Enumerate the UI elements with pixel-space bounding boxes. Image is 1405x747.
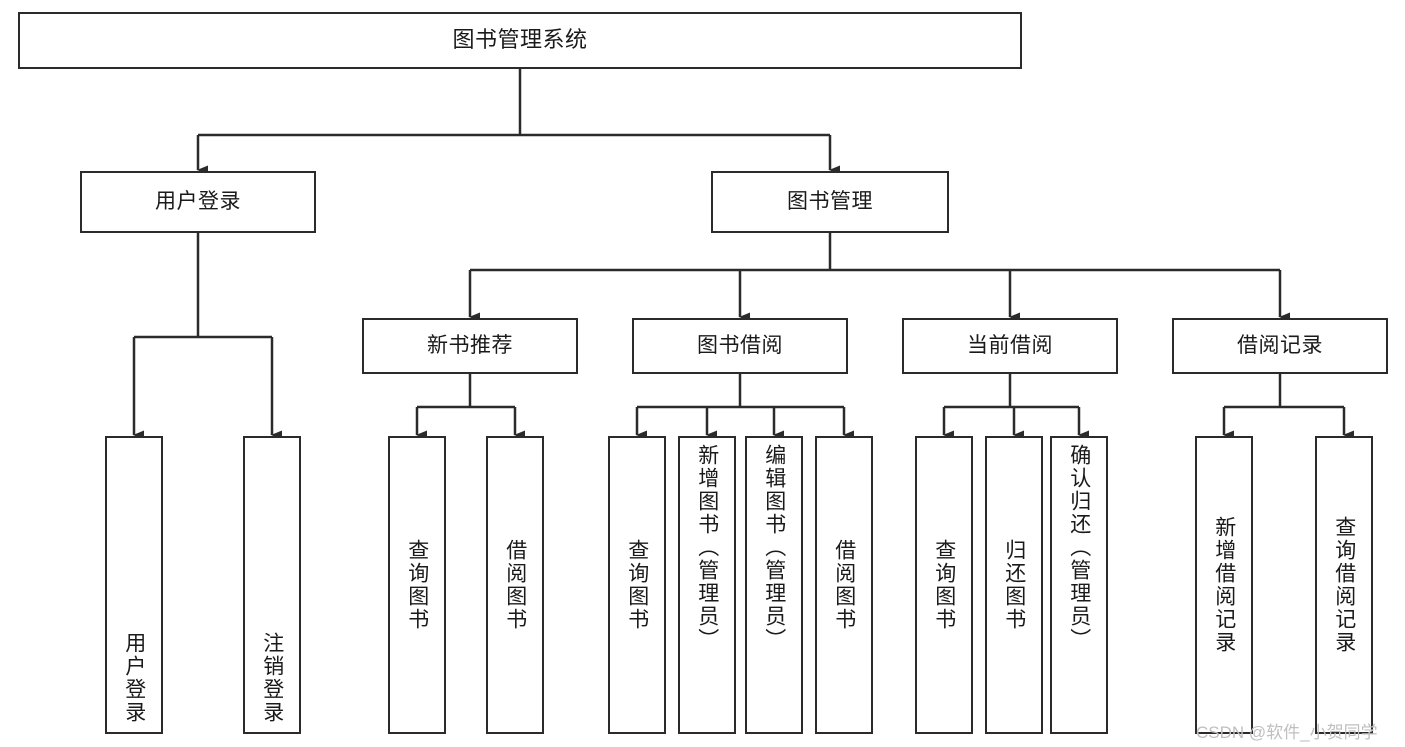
node-leaf-user-login: 用户登录 [105,436,163,734]
node-label: 借阅图书 [832,539,856,631]
node-label: 注销登录 [260,632,284,724]
node-leaf-br-add: 新增借阅记录 [1195,436,1253,734]
node-leaf-bb-query: 查询图书 [608,436,666,734]
node-cur-borrow: 当前借阅 [902,318,1118,374]
node-label: 查询图书 [405,539,429,631]
node-leaf-bb-edit: 编辑图书（管理员） [745,436,803,734]
node-label: 用户登录 [122,632,146,724]
node-label: 查询图书 [625,539,649,631]
node-leaf-user-logout: 注销登录 [243,436,301,734]
node-label: 借阅记录 [1237,334,1323,358]
node-label: 当前借阅 [967,334,1053,358]
node-label: 图书管理 [787,190,873,214]
node-leaf-cb-confirm: 确认归还（管理员） [1050,436,1108,734]
node-leaf-bb-add: 新增图书（管理员） [678,436,736,734]
node-label: 编辑图书（管理员） [762,444,786,651]
node-label: 新增借阅记录 [1212,516,1236,654]
node-label: 用户登录 [155,190,241,214]
node-book-manage: 图书管理 [711,171,949,233]
node-new-book-rec: 新书推荐 [362,318,578,374]
node-book-borrow: 图书借阅 [632,318,848,374]
node-label: 图书管理系统 [452,27,588,53]
node-leaf-bb-borrow: 借阅图书 [815,436,873,734]
node-label: 新书推荐 [427,334,513,358]
node-label: 图书借阅 [697,334,783,358]
node-leaf-rec-borrow: 借阅图书 [486,436,544,734]
node-label: 新增图书（管理员） [695,444,719,651]
node-root: 图书管理系统 [18,12,1022,69]
node-label: 归还图书 [1002,539,1026,631]
node-label: 查询图书 [932,539,956,631]
node-user-login: 用户登录 [80,171,316,233]
node-label: 确认归还（管理员） [1067,444,1091,651]
node-label: 查询借阅记录 [1332,516,1356,654]
node-borrow-rec: 借阅记录 [1172,318,1388,374]
node-leaf-cb-return: 归还图书 [985,436,1043,734]
node-leaf-rec-query: 查询图书 [388,436,446,734]
node-label: 借阅图书 [503,539,527,631]
node-leaf-br-query: 查询借阅记录 [1315,436,1373,734]
node-leaf-cb-query: 查询图书 [915,436,973,734]
